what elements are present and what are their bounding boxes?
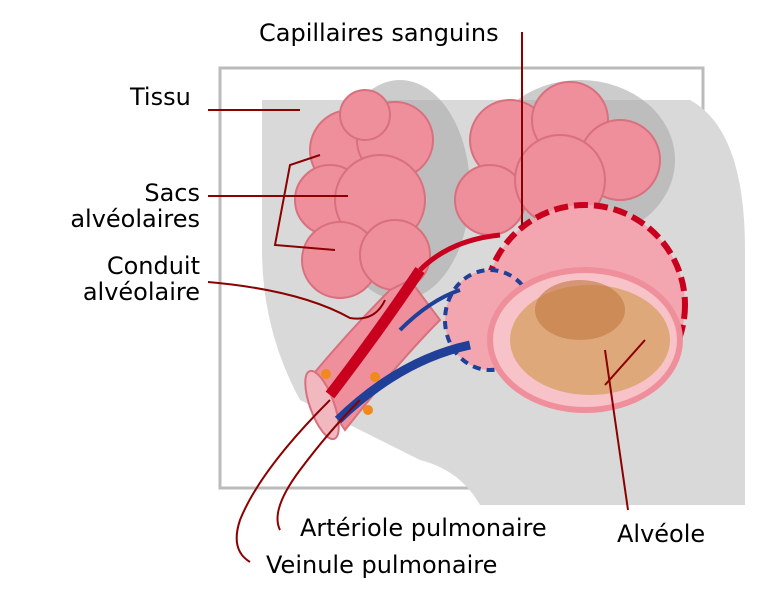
label-arteriole: Artériole pulmonaire xyxy=(300,514,547,542)
arteriole xyxy=(325,266,425,399)
label-sacs-line2: alvéolaires xyxy=(70,205,200,233)
label-capillaries: Capillaires sanguins xyxy=(259,19,499,47)
leader-lines xyxy=(207,32,646,563)
alveolar-duct xyxy=(308,278,442,432)
label-venule: Veinule pulmonaire xyxy=(266,551,498,579)
label-duct-line1: Conduit xyxy=(106,252,200,280)
label-duct: Conduit alvéolaire xyxy=(60,253,200,305)
label-duct-line2: alvéolaire xyxy=(82,278,200,306)
label-tissue: Tissu xyxy=(130,83,191,111)
label-sacs: Sacs alvéolaires xyxy=(60,180,200,232)
label-sacs-line1: Sacs xyxy=(144,179,200,207)
label-alveolus: Alvéole xyxy=(617,520,706,548)
